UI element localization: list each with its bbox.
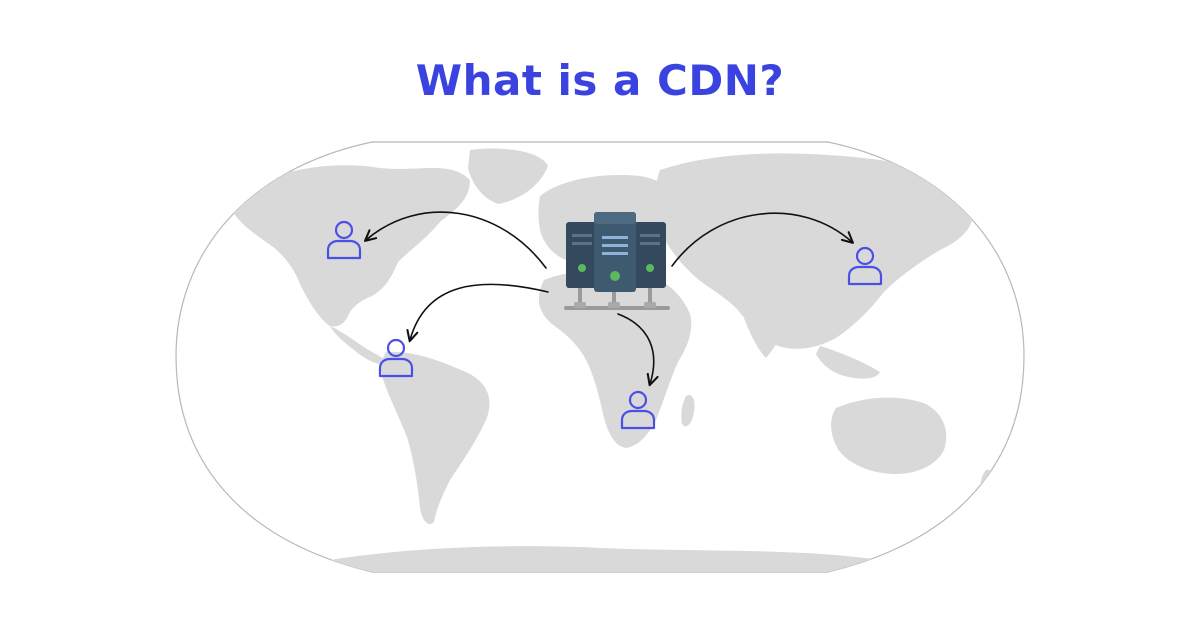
server-rack-icon (564, 212, 670, 310)
arrow-to-north-america (364, 211, 547, 269)
user-africa-icon (620, 390, 656, 430)
continent-greenland (468, 148, 548, 204)
continent-north-america (232, 165, 470, 327)
continent-central-america (330, 326, 388, 365)
user-east-asia-icon (847, 246, 883, 286)
continent-africa (538, 269, 692, 448)
delivery-arrows (364, 211, 854, 387)
region-southeast-asia (816, 346, 880, 379)
continent-australia (831, 397, 947, 474)
continent-south-america (381, 351, 490, 525)
region-india (742, 295, 790, 358)
island-madagascar (681, 394, 695, 427)
continent-asia (655, 153, 973, 349)
user-south-america-icon (378, 338, 414, 378)
arrow-to-south-america (406, 283, 549, 343)
page-title: What is a CDN? (415, 56, 785, 105)
arrow-to-east-asia (671, 212, 854, 267)
continent-antarctica (330, 546, 880, 572)
island-japan (889, 236, 908, 275)
user-north-america-icon (326, 220, 362, 260)
arrow-to-africa (617, 313, 659, 387)
